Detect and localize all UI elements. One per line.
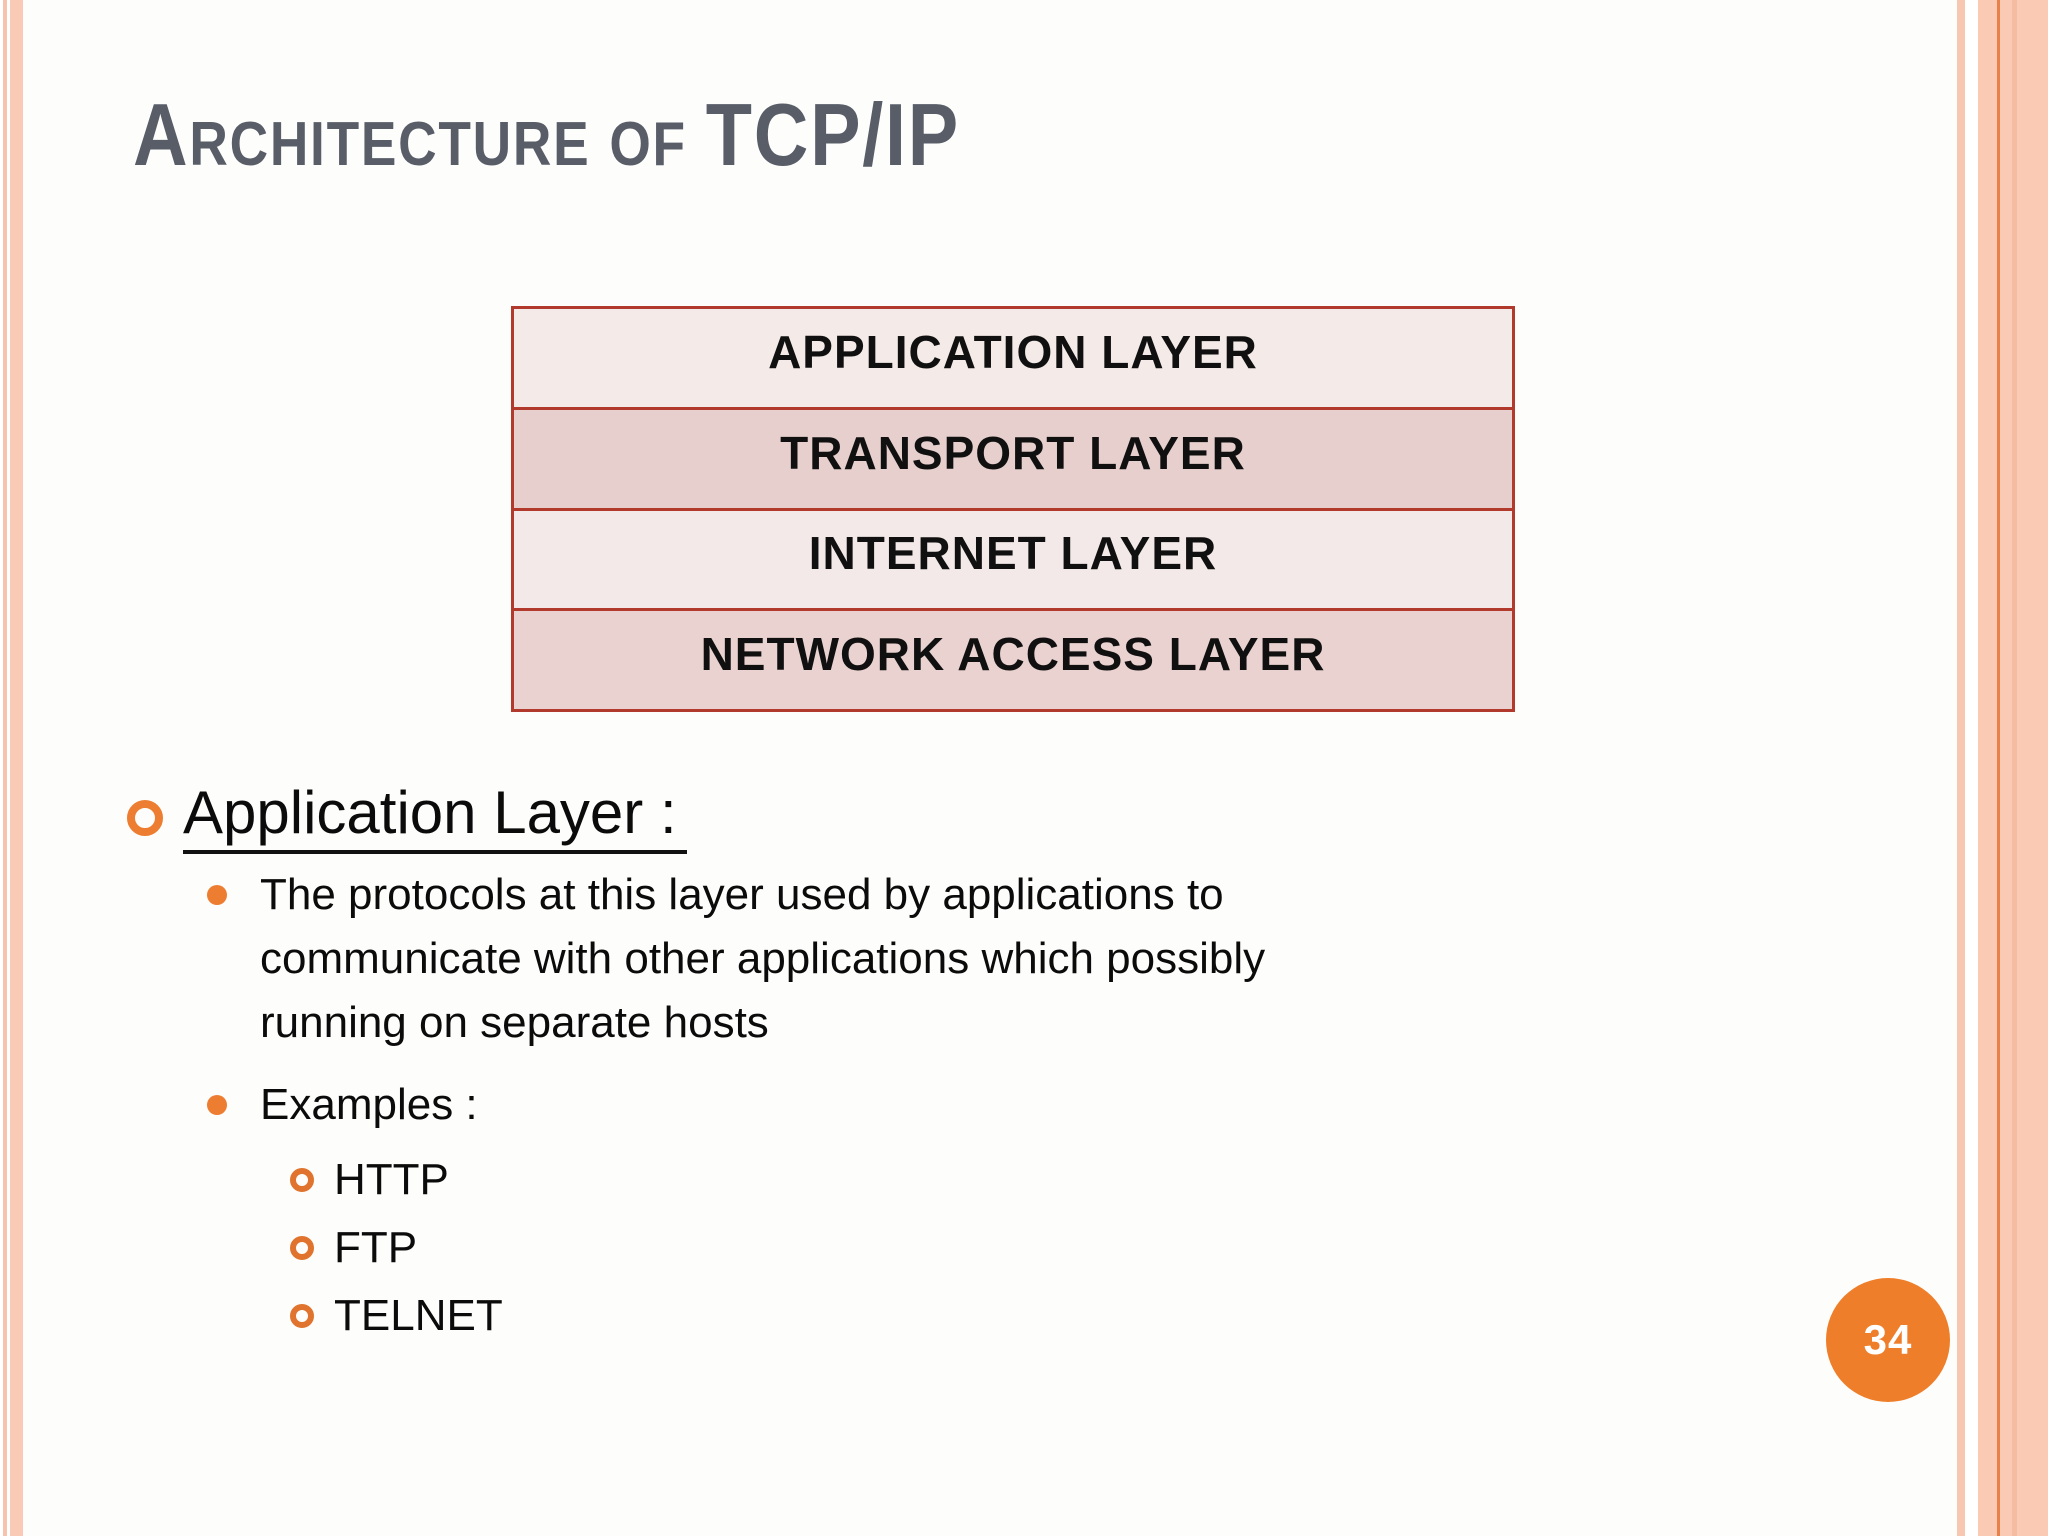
title-smallcaps: RCHITECTURE [189,110,591,180]
layer-network-access: NETWORK ACCESS LAYER [514,608,1512,709]
right-border-stripes [1955,0,2048,1536]
example-telnet: TELNET [334,1291,503,1340]
title-initial-cap: A [133,85,190,185]
layer-internet: INTERNET LAYER [514,507,1512,609]
ring-bullet-icon [290,1304,314,1328]
left-border-stripes [0,0,24,1536]
dot-bullet-icon [207,885,227,905]
application-layer-heading: Application Layer : [183,780,687,854]
page-number: 34 [1863,1316,1913,1363]
list-item: TELNET [290,1282,503,1350]
list-item: HTTP [290,1146,503,1214]
ring-bullet-icon [127,800,163,836]
tcpip-layer-diagram: APPLICATION LAYER TRANSPORT LAYER INTERN… [511,306,1515,712]
layer-transport: TRANSPORT LAYER [514,406,1512,508]
ring-bullet-icon [290,1236,314,1260]
protocols-description-text: The protocols at this layer used by appl… [260,870,1266,1047]
title-of: OF [609,110,687,180]
dot-bullet-icon [207,1095,227,1115]
example-ftp: FTP [334,1223,418,1272]
list-item: FTP [290,1214,503,1282]
title-tcpip: TCP/IP [705,85,960,185]
layer-application: APPLICATION LAYER [514,309,1512,407]
example-http: HTTP [334,1155,449,1204]
examples-list: HTTP FTP TELNET [290,1146,503,1350]
ring-bullet-icon [290,1168,314,1192]
examples-label: Examples : [260,1080,478,1129]
page-number-badge: 34 [1826,1278,1950,1402]
